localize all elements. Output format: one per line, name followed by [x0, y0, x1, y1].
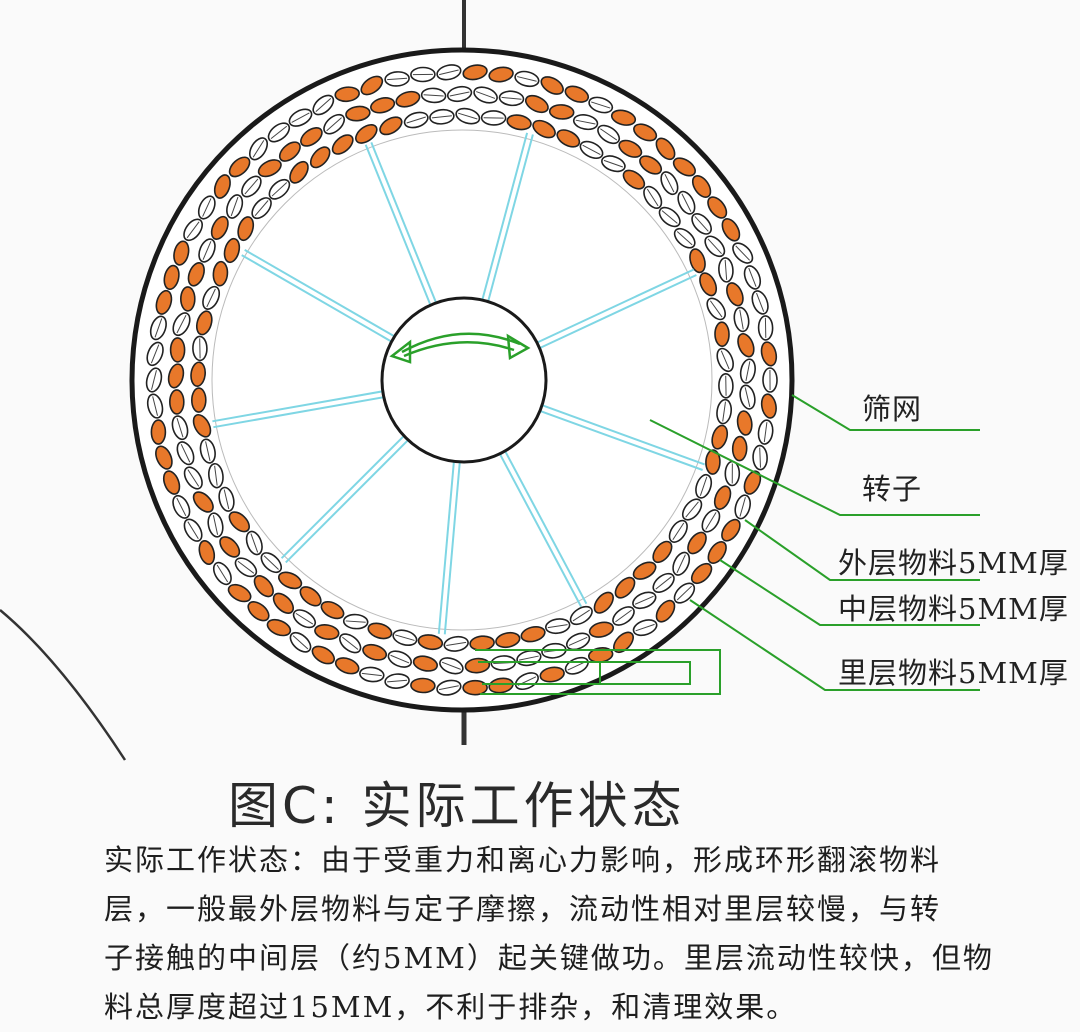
figure-caption: 图C: 实际工作状态: [228, 766, 686, 838]
label-screen: 筛网: [862, 386, 922, 428]
material-particle: [170, 390, 184, 414]
label-rotor: 转子: [862, 466, 922, 508]
label-inner-layer: 里层物料5MM厚: [838, 650, 1069, 692]
label-outer-layer: 外层物料5MM厚: [838, 540, 1069, 582]
material-particle: [181, 287, 195, 311]
material-particle: [411, 678, 435, 693]
paragraph-line: 层，一般最外层物料与定子摩擦，流动性相对里层较慢，与转: [104, 885, 1064, 934]
rotor-hub: [382, 298, 546, 462]
material-particle: [151, 420, 165, 444]
material-particle: [463, 681, 487, 695]
paragraph-line: 实际工作状态：由于受重力和离心力影响，形成环形翻滚物料: [104, 836, 1064, 885]
stray-stroke: [0, 610, 125, 760]
material-particle: [171, 338, 185, 362]
paragraph-line: 料总厚度超过15MM，不利于排杂，和清理效果。: [104, 983, 1064, 1032]
material-particle: [732, 436, 747, 460]
material-particle: [715, 322, 729, 346]
label-middle-layer: 中层物料5MM厚: [838, 586, 1069, 628]
paragraph-line: 子接触的中间层（约5MM）起关键做功。里层流动性较快，但物: [104, 934, 1064, 983]
material-particle: [192, 388, 206, 412]
description-paragraph: 实际工作状态：由于受重力和离心力影响，形成环形翻滚物料 层，一般最外层物料与定子…: [104, 836, 1064, 1032]
